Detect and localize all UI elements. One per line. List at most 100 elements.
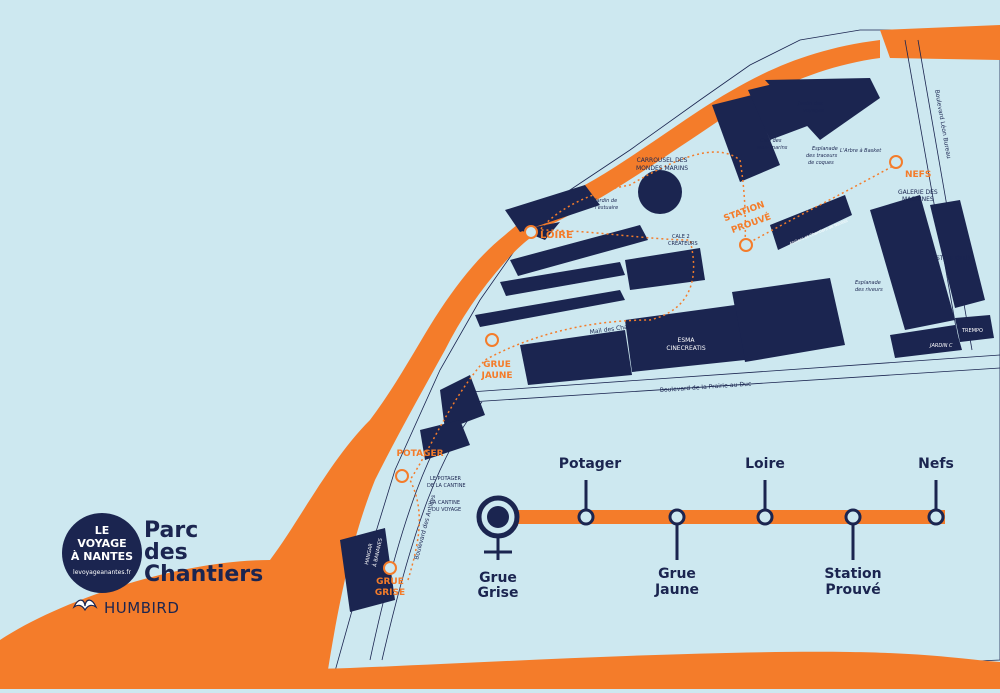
stop-grue-grise-label-1: GRUE — [376, 577, 404, 587]
label-arbre-basket: L'Arbre à Basket — [840, 147, 882, 154]
line-stop-potager[interactable] — [577, 508, 595, 526]
line-label-grue-grise-2: Grise — [477, 585, 518, 601]
label-jardin-estuaire-1: Jardin de — [594, 198, 617, 204]
route-stops — [383, 155, 903, 575]
line-stop-station[interactable] — [844, 508, 862, 526]
road-prairie-line1 — [469, 354, 1000, 393]
label-cale-sous-marins-1: Cale des — [760, 138, 782, 144]
line-diagram: Grue Grise Potager Grue Jaune Loire Stat… — [476, 456, 954, 601]
building-cale-sous-marins-1 — [712, 95, 780, 182]
logo-text-2: VOYAGE — [77, 537, 127, 550]
label-cantine-voyage-2: DU VOYAGE — [432, 507, 461, 513]
stop-nefs-marker[interactable] — [889, 155, 903, 169]
building-stereolux — [870, 195, 955, 330]
line-stop-grue-jaune[interactable] — [668, 508, 686, 526]
stop-potager-label: POTAGER — [396, 449, 443, 459]
label-esplanade-riveurs-1: Esplanade — [855, 280, 881, 286]
line-label-nefs: Nefs — [918, 456, 954, 472]
line-stop-grue-grise-core — [487, 506, 509, 528]
riverbank-bottom — [0, 651, 1000, 689]
label-galerie-1: GALERIE DES — [898, 189, 938, 196]
label-esplanade-riveurs-2: des riveurs — [855, 287, 883, 293]
label-cale-sous-marins-2: sous-marins — [757, 145, 788, 151]
riverbank-left — [0, 40, 880, 689]
road-bureau-line1 — [904, 39, 961, 351]
stop-nefs-label: NEFS — [905, 170, 931, 180]
building-cale3 — [500, 262, 625, 296]
building-stereolux-annex — [930, 200, 985, 308]
label-carrousel-2: MONDES MARINS — [636, 165, 688, 172]
label-carrousel-1: CARROUSEL DES — [637, 157, 688, 164]
road-antilles-line2 — [381, 401, 483, 661]
stop-station-marker[interactable] — [739, 238, 753, 252]
label-cale2-et3: CALE 2 ET 3 — [545, 280, 575, 286]
label-cantine-voyage-1: LA CANTINE — [430, 500, 460, 506]
voyage-a-nantes-logo[interactable]: LE VOYAGE À NANTES levoyageanantes.fr — [62, 513, 142, 593]
label-jardin-voyages-2: voyages — [803, 108, 824, 114]
line-label-grue-grise-1: Grue — [479, 570, 517, 586]
logo-url: levoyageanantes.fr — [73, 569, 131, 576]
label-jardin-c: JARDIN C — [929, 343, 953, 349]
line-stop-nefs[interactable] — [927, 508, 945, 526]
building-jardin-voyages — [765, 78, 880, 140]
logo-text-1: LE — [94, 524, 110, 537]
buildings — [340, 78, 994, 612]
humbird-icon — [72, 599, 98, 612]
stop-loire-label: LOIRE — [540, 230, 573, 241]
label-cale2-createurs-1: CALE 2 — [672, 234, 690, 240]
line-label-station-1: Station — [824, 566, 881, 582]
stop-grue-jaune-label-1: GRUE — [483, 360, 511, 370]
label-esplanade-traceurs-3: de coques — [808, 160, 834, 166]
label-esma-1: ESMA — [678, 337, 696, 344]
building-trempo — [955, 315, 994, 342]
label-trempo: TREMPO — [961, 328, 983, 334]
building-jardin-estuaire — [505, 185, 600, 232]
label-jardin-estuaire-2: l'estuaire — [595, 205, 618, 211]
label-cale2-createurs-2: CRÉATEURS — [668, 239, 698, 247]
building-cale-box — [625, 248, 705, 290]
building-esma-west — [520, 330, 632, 385]
building-carrousel — [638, 170, 682, 214]
building-esma — [625, 305, 745, 372]
building-esplanade-riveurs — [732, 278, 845, 362]
map-title: Parc des Chantiers — [144, 520, 263, 586]
building-ateliers — [770, 195, 852, 250]
line-stop-loire[interactable] — [756, 508, 774, 526]
building-potager — [420, 420, 470, 460]
label-esplanade-traceurs-2: des traceurs — [806, 153, 838, 159]
label-hangar-1: HANGAR — [364, 542, 374, 565]
label-esma-2: CINECREATIS — [666, 345, 705, 352]
humbird-logo: HUMBIRD — [70, 592, 195, 622]
building-cale-long — [475, 290, 625, 327]
title-line-2: des — [144, 540, 188, 565]
label-potager-cantine-1: LE POTAGER — [430, 476, 462, 482]
line-label-station-2: Prouvé — [825, 582, 880, 598]
stop-loire-marker[interactable] — [524, 225, 538, 239]
stop-grue-jaune-marker[interactable] — [485, 333, 499, 347]
label-stereolux: STEREOLUX — [936, 255, 972, 262]
line-label-grue-jaune-1: Grue — [658, 566, 696, 582]
stop-grue-grise-label-2: GRISE — [375, 588, 405, 598]
building-hangar — [340, 528, 395, 612]
stop-grue-jaune-label-2: JAUNE — [480, 371, 512, 381]
humbird-text: HUMBIRD — [104, 599, 180, 617]
road-prairie-line2 — [469, 367, 1000, 403]
building-jardin-c — [890, 325, 962, 358]
building-loire — [520, 222, 560, 240]
stop-potager-marker[interactable] — [395, 469, 409, 483]
label-galerie-2: MACHINES — [902, 196, 934, 203]
line-label-loire: Loire — [745, 456, 785, 472]
label-potager-cantine-2: DE LA CANTINE — [427, 483, 466, 489]
building-cale2 — [510, 225, 648, 276]
title-line-1: Parc — [144, 518, 199, 543]
stop-grue-grise-marker[interactable] — [383, 561, 397, 575]
line-label-grue-jaune-2: Jaune — [654, 582, 699, 598]
logo-text-3: À NANTES — [70, 550, 134, 563]
label-jardin-voyages-1: Jardin des — [797, 101, 823, 107]
label-esplanade-traceurs-1: Esplanade — [812, 146, 838, 152]
building-grue-jaune — [440, 375, 485, 430]
riverbank-top — [880, 25, 1000, 60]
title-line-3: Chantiers — [144, 562, 264, 587]
